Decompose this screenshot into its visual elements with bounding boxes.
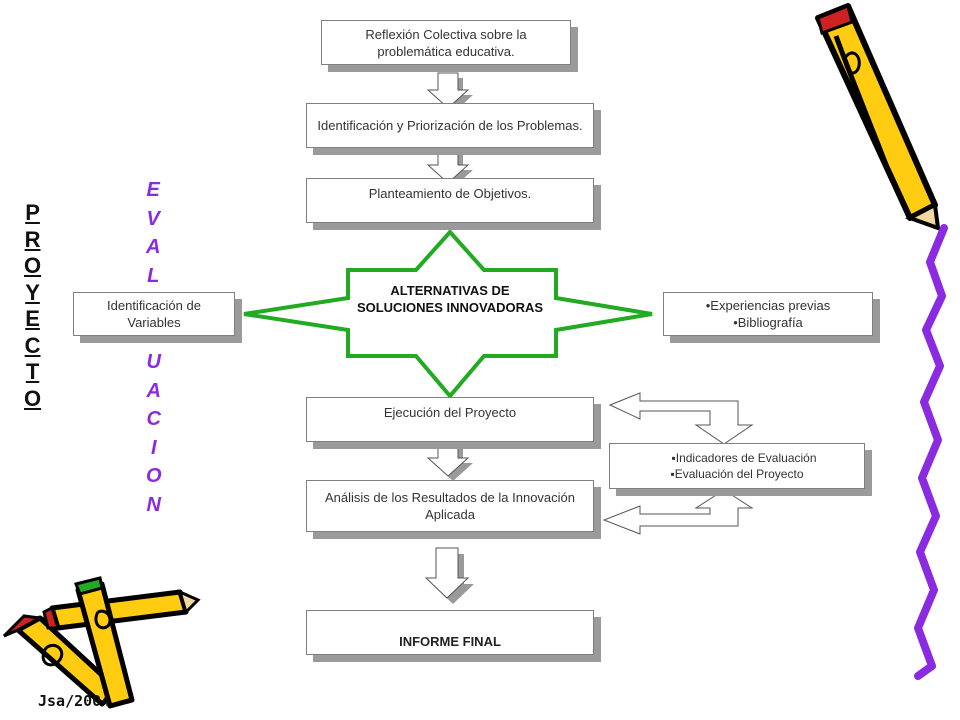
vertical-eval-top-letter: L bbox=[147, 264, 160, 287]
vertical-eval-bottom-letter: I bbox=[151, 436, 157, 459]
vertical-eval-bottom-letter: U bbox=[146, 351, 161, 373]
step-informe-box: INFORME FINAL bbox=[306, 610, 594, 655]
vertical-eval-bottom-letter: O bbox=[146, 465, 162, 487]
step-ejecucion-label: Ejecución del Proyecto bbox=[383, 405, 517, 420]
vertical-eval-bottom-letter: C bbox=[146, 408, 161, 430]
feedback-arrow-top bbox=[608, 392, 754, 445]
vertical-left-letter: C bbox=[24, 332, 41, 358]
sources-item-2: •Bibliografía bbox=[733, 315, 803, 330]
step-planteamiento-box: Planteamiento de Objetivos. bbox=[306, 178, 594, 223]
vertical-eval-top-letter: A bbox=[146, 236, 161, 258]
variables-box: Identificación de Variables bbox=[73, 292, 235, 336]
pencil-icon-right bbox=[815, 3, 941, 231]
vertical-left-letter: O bbox=[24, 385, 42, 411]
vertical-eval-top-letter: V bbox=[146, 207, 160, 230]
down-arrow-1 bbox=[426, 72, 473, 113]
step-informe-label: INFORME FINAL bbox=[399, 634, 501, 649]
down-arrow-2 bbox=[426, 147, 473, 188]
step-identificacion-box: Identificación y Priorización de los Pro… bbox=[306, 103, 594, 148]
down-arrow-4 bbox=[424, 547, 474, 604]
vertical-left-letter: R bbox=[24, 226, 41, 252]
variables-label: Identificación de Variables bbox=[107, 298, 201, 330]
alternatives-cross-shape bbox=[243, 229, 653, 400]
evaluation-box: ▪Indicadores de Evaluación ▪Evaluación d… bbox=[609, 443, 865, 489]
step-ejecucion-box: Ejecución del Proyecto bbox=[306, 397, 594, 442]
vertical-left-letter: Y bbox=[25, 279, 40, 305]
step-reflexion-box: Reflexión Colectiva sobre la problemátic… bbox=[321, 20, 571, 65]
credit-label: Jsa/2004 bbox=[38, 692, 111, 710]
decorative-zigzag-right bbox=[914, 224, 948, 680]
bullet-icon: • bbox=[705, 298, 711, 313]
vertical-eval-top-letter: E bbox=[146, 179, 160, 201]
evaluation-item-1: ▪Indicadores de Evaluación bbox=[671, 451, 817, 465]
vertical-left-letter: E bbox=[25, 306, 40, 331]
vertical-eval-bottom-letter: A bbox=[146, 379, 161, 402]
pencil-icon-left-3 bbox=[73, 576, 135, 709]
sources-item-1: •Experiencias previas bbox=[705, 298, 831, 313]
pencil-icon-left-2 bbox=[42, 589, 201, 631]
step-reflexion-label: Reflexión Colectiva sobre la problemátic… bbox=[365, 26, 527, 59]
step-analisis-label: Análisis de los Resultados de la Innovac… bbox=[324, 490, 576, 522]
step-identificacion-label: Identificación y Priorización de los Pro… bbox=[317, 118, 583, 133]
vertical-left-letter: P bbox=[25, 200, 40, 225]
vertical-eval-bottom-letter: N bbox=[146, 493, 161, 516]
evaluation-item-2: ▪Evaluación del Proyecto bbox=[670, 467, 804, 481]
vertical-left-letter: T bbox=[25, 359, 40, 384]
down-arrow-3 bbox=[426, 442, 473, 481]
step-analisis-box: Análisis de los Resultados de la Innovac… bbox=[306, 480, 594, 532]
sources-box: •Experiencias previas •Bibliografía bbox=[663, 292, 873, 336]
feedback-arrow-bottom bbox=[602, 489, 754, 535]
vertical-left-letter: O bbox=[24, 253, 42, 278]
step-planteamiento-label: Planteamiento de Objetivos. bbox=[368, 186, 532, 201]
bullet-icon: ▪ bbox=[670, 467, 675, 481]
alternatives-label: ALTERNATIVAS DE SOLUCIONES INNOVADORAS bbox=[356, 283, 544, 315]
bullet-icon: ▪ bbox=[671, 451, 676, 465]
bullet-icon: • bbox=[733, 315, 738, 330]
